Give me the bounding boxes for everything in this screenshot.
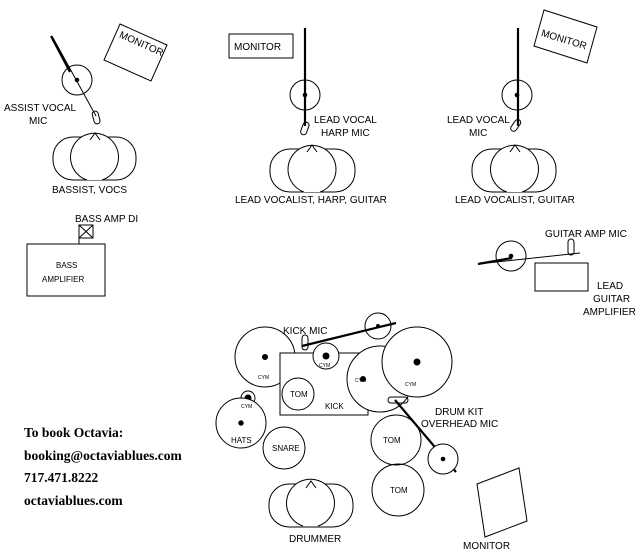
right-vocalist-position <box>471 144 557 193</box>
drum-kit-overhead-mic-stand <box>387 396 459 475</box>
tom-label: TOM <box>383 436 401 445</box>
drummer-label: DRUMMER <box>289 534 341 545</box>
bassist-monitor-wedge <box>103 23 168 82</box>
center-monitor-wedge <box>228 33 294 59</box>
cymbal-label: CYM <box>258 375 269 381</box>
lead-vocal-mic-label: MIC <box>469 128 487 139</box>
lead-guitar-amplifier-label: LEAD <box>597 281 623 292</box>
monitor-label: MONITOR <box>234 42 281 53</box>
lead-vocal-harp-mic-label: HARP MIC <box>321 128 370 139</box>
assist-vocal-mic-stand <box>50 35 101 125</box>
drum-kit-overhead-mic-label: DRUM KIT <box>435 407 483 418</box>
snare-label: SNARE <box>272 444 300 453</box>
lead-guitar-amplifier-label: GUITAR <box>593 294 630 305</box>
bassist-label: BASSIST, VOCS <box>52 185 127 196</box>
cymbal-label: CYM <box>405 382 416 388</box>
hats-label: HATS <box>231 436 252 445</box>
lead-guitar-amplifier <box>534 262 589 292</box>
floor-tom-lower <box>371 463 425 517</box>
kick-label: KICK <box>325 402 344 411</box>
cymbal-label: CYM <box>355 378 366 384</box>
lead-vocalist-harp-guitar-label: LEAD VOCALIST, HARP, GUITAR <box>235 195 387 206</box>
drummer-monitor-wedge <box>476 467 528 538</box>
booking-info: To book Octavia: booking@octaviablues.co… <box>24 422 182 512</box>
cymbal-label: CYM <box>241 404 252 410</box>
monitor-label: MONITOR <box>463 541 510 552</box>
floor-tom-upper <box>370 414 422 466</box>
lead-vocalist-guitar-label: LEAD VOCALIST, GUITAR <box>455 195 575 206</box>
bass-amplifier-label: BASS <box>56 261 77 270</box>
snare-drum <box>262 426 306 470</box>
lead-guitar-amplifier-label: AMPLIFIER <box>583 307 636 318</box>
assist-vocal-mic-label: ASSIST VOCAL <box>4 103 77 114</box>
bass-amplifier-label: AMPLIFIER <box>42 275 84 284</box>
booking-phone: 717.471.8222 <box>24 470 99 485</box>
kick-mic-stand <box>301 312 397 351</box>
bass-amp-di-label: BASS AMP DI <box>75 214 138 225</box>
cymbal-right <box>381 326 453 398</box>
drum-kit-overhead-mic-label: OVERHEAD MIC <box>421 419 498 430</box>
lead-vocal-harp-mic-label: LEAD VOCAL <box>314 115 377 126</box>
guitar-amp-mic-label: GUITAR AMP MIC <box>545 229 627 240</box>
lead-vocal-harp-mic-stand <box>289 28 321 136</box>
lead-vocal-mic-label: LEAD VOCAL <box>447 115 510 126</box>
booking-website-link[interactable]: octaviablues.com <box>24 492 123 508</box>
bass-amp-di-box <box>78 224 94 244</box>
cymbal-label: CYM <box>319 363 330 369</box>
bass-amplifier <box>26 243 106 297</box>
kick-mic-label: KICK MIC <box>283 326 327 337</box>
monitor-label: MONITOR <box>117 30 164 59</box>
bassist-position <box>52 132 137 181</box>
cymbal-small <box>312 342 340 370</box>
booking-heading: To book Octavia: <box>24 425 124 440</box>
monitor-label: MONITOR <box>540 28 588 52</box>
booking-email-link[interactable]: booking@octaviablues.com <box>24 447 182 463</box>
drummer-position <box>268 478 354 528</box>
tom-label: TOM <box>290 390 308 399</box>
right-monitor-wedge <box>533 9 598 64</box>
lead-vocal-mic-stand <box>501 28 533 132</box>
hi-hats <box>215 397 267 449</box>
center-vocalist-position <box>269 144 356 193</box>
guitar-amp-mic-stand <box>477 238 581 272</box>
tom-label: TOM <box>390 486 408 495</box>
tom-rack <box>281 377 315 411</box>
assist-vocal-mic-label: MIC <box>29 116 47 127</box>
